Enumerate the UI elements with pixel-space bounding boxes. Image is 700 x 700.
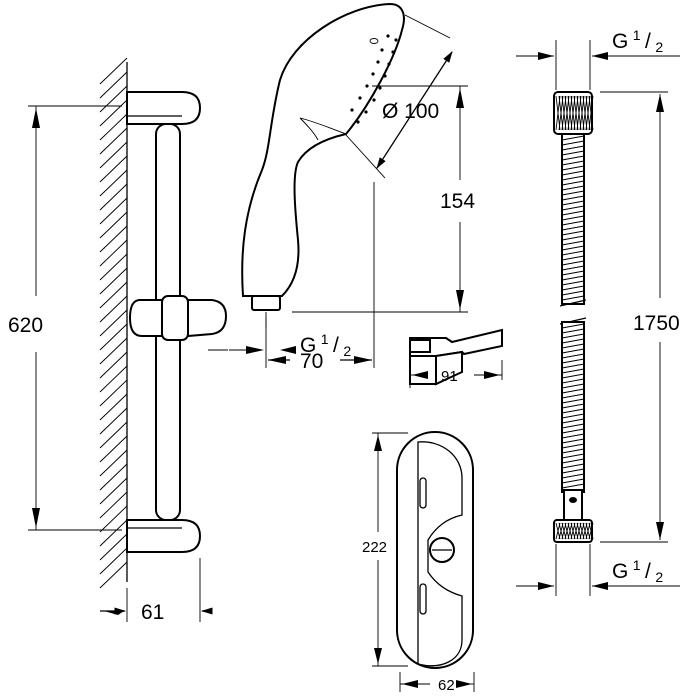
dish-height-dimension: 222 [362, 432, 408, 667]
rail-depth-dimension: 61 [100, 558, 213, 624]
wall-hatching [99, 57, 128, 589]
head-diameter-label: Ø 100 [382, 100, 439, 123]
handle-thread-label: G 1 / 2 [300, 331, 351, 359]
handle-thread-dimension: G 1 / 2 [208, 312, 351, 359]
hose-bottom-thread-dimension: G 1 / 2 [516, 544, 680, 596]
hose-top-thread-dimension: G 1 / 2 [516, 27, 680, 90]
dish-width-label: 62 [438, 677, 455, 694]
soap-dish [396, 431, 474, 669]
head-height-dimension: 154 [292, 85, 475, 313]
holder-width-label: 91 [441, 368, 458, 385]
sliding-rail [126, 91, 228, 553]
shower-hose [553, 91, 594, 543]
wall-holder [409, 328, 503, 386]
rail-length-label: 620 [8, 314, 43, 337]
holder-width-dimension: 91 [409, 360, 503, 388]
head-diameter-dimension: Ø 100 [345, 14, 453, 179]
head-height-label: 154 [440, 190, 475, 213]
hand-shower [241, 2, 405, 311]
hose-top-thread-label: G 1 / 2 [612, 27, 663, 55]
hose-bottom-thread-label: G 1 / 2 [612, 557, 663, 585]
rail-length-dimension: 620 [8, 105, 122, 531]
handle-offset-label: 70 [300, 350, 323, 373]
dish-height-label: 222 [362, 539, 387, 556]
hose-length-label: 1750 [633, 312, 680, 335]
dish-width-dimension: 62 [399, 672, 475, 694]
rail-depth-label: 61 [141, 601, 164, 624]
hose-length-dimension: 1750 [600, 91, 680, 543]
